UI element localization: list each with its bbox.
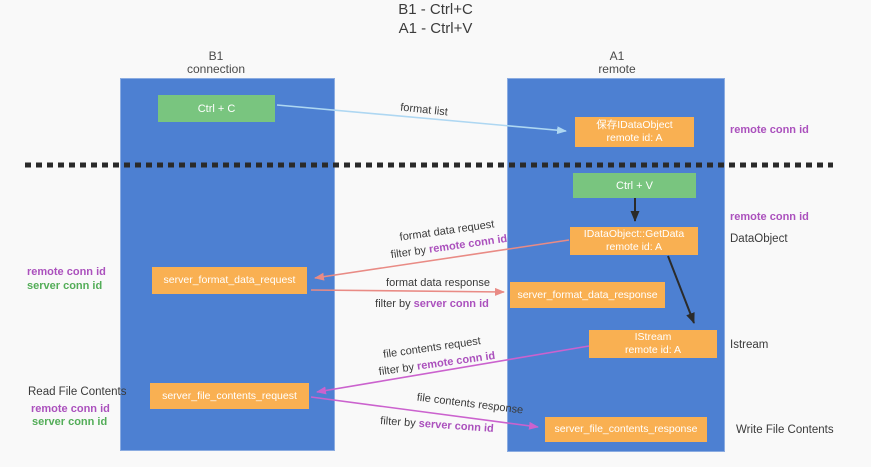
lane-header-a1: A1 remote <box>527 50 707 76</box>
node-idataobject-getdata-line1: IDataObject::GetData <box>583 228 685 240</box>
node-save-idataobject-line1: 保存IDataObject <box>596 119 673 131</box>
node-ctrl-v: Ctrl + V <box>573 173 696 198</box>
annotation-write-file-contents: Write File Contents <box>736 424 834 436</box>
title-line-1: B1 - Ctrl+C <box>398 1 473 18</box>
node-ctrl-c: Ctrl + C <box>158 95 275 122</box>
lane-b1-name: B1 <box>208 49 224 63</box>
annotation-left-bottom-server: server conn id <box>32 416 108 428</box>
node-server-file-contents-response: server_file_contents_response <box>545 417 707 442</box>
arrow-file-contents-request <box>316 345 590 395</box>
diagram-title: B1 - Ctrl+C A1 - Ctrl+V <box>0 0 871 38</box>
annotation-remote-conn-id-mid: remote conn id <box>730 211 809 223</box>
annotation-left-mid-remote: remote conn id <box>27 266 106 278</box>
lane-a1-name: A1 <box>609 49 625 63</box>
annotation-remote-conn-id-top: remote conn id <box>730 124 809 136</box>
server-conn-id-text: server conn id <box>413 298 489 310</box>
node-istream-line1: IStream <box>634 331 672 343</box>
annotation-left-bottom-remote: remote conn id <box>31 403 110 415</box>
lane-b1-role: connection <box>186 62 246 76</box>
node-idataobject-getdata: IDataObject::GetData remote id: A <box>570 227 698 255</box>
annotation-left-mid-server: server conn id <box>27 280 103 292</box>
arrow-file-contents-response <box>310 396 539 430</box>
node-save-idataobject-line2: remote id: A <box>606 132 663 144</box>
node-istream-line2: remote id: A <box>624 344 682 356</box>
annotation-left-mid-ids: remote conn id server conn id <box>27 265 106 293</box>
annotation-istream: Istream <box>730 339 769 351</box>
filter-by-text: filter by <box>375 298 411 310</box>
arrow-format-data-request <box>314 239 570 281</box>
node-idataobject-getdata-line2: remote id: A <box>605 241 663 253</box>
annotation-dataobject: DataObject <box>730 233 788 245</box>
node-server-format-data-request: server_format_data_request <box>152 267 307 294</box>
label-filter-by-server-1: filter by server conn id <box>375 298 489 310</box>
arrow-format-data-response <box>310 287 505 296</box>
title-line-2: A1 - Ctrl+V <box>398 20 473 37</box>
node-istream: IStream remote id: A <box>589 330 717 358</box>
node-server-file-contents-request: server_file_contents_request <box>150 383 309 409</box>
lane-a1-role: remote <box>598 62 636 76</box>
node-server-format-data-response: server_format_data_response <box>510 282 665 308</box>
arrow-format-list <box>276 104 567 135</box>
filter-by-text: filter by <box>379 415 417 430</box>
label-format-data-response: format data response <box>386 277 490 289</box>
annotation-read-file-contents: Read File Contents <box>28 386 127 398</box>
arrow-getdata-to-istream <box>667 255 695 324</box>
lane-header-b1: B1 connection <box>126 50 306 76</box>
node-save-idataobject: 保存IDataObject remote id: A <box>575 117 694 147</box>
